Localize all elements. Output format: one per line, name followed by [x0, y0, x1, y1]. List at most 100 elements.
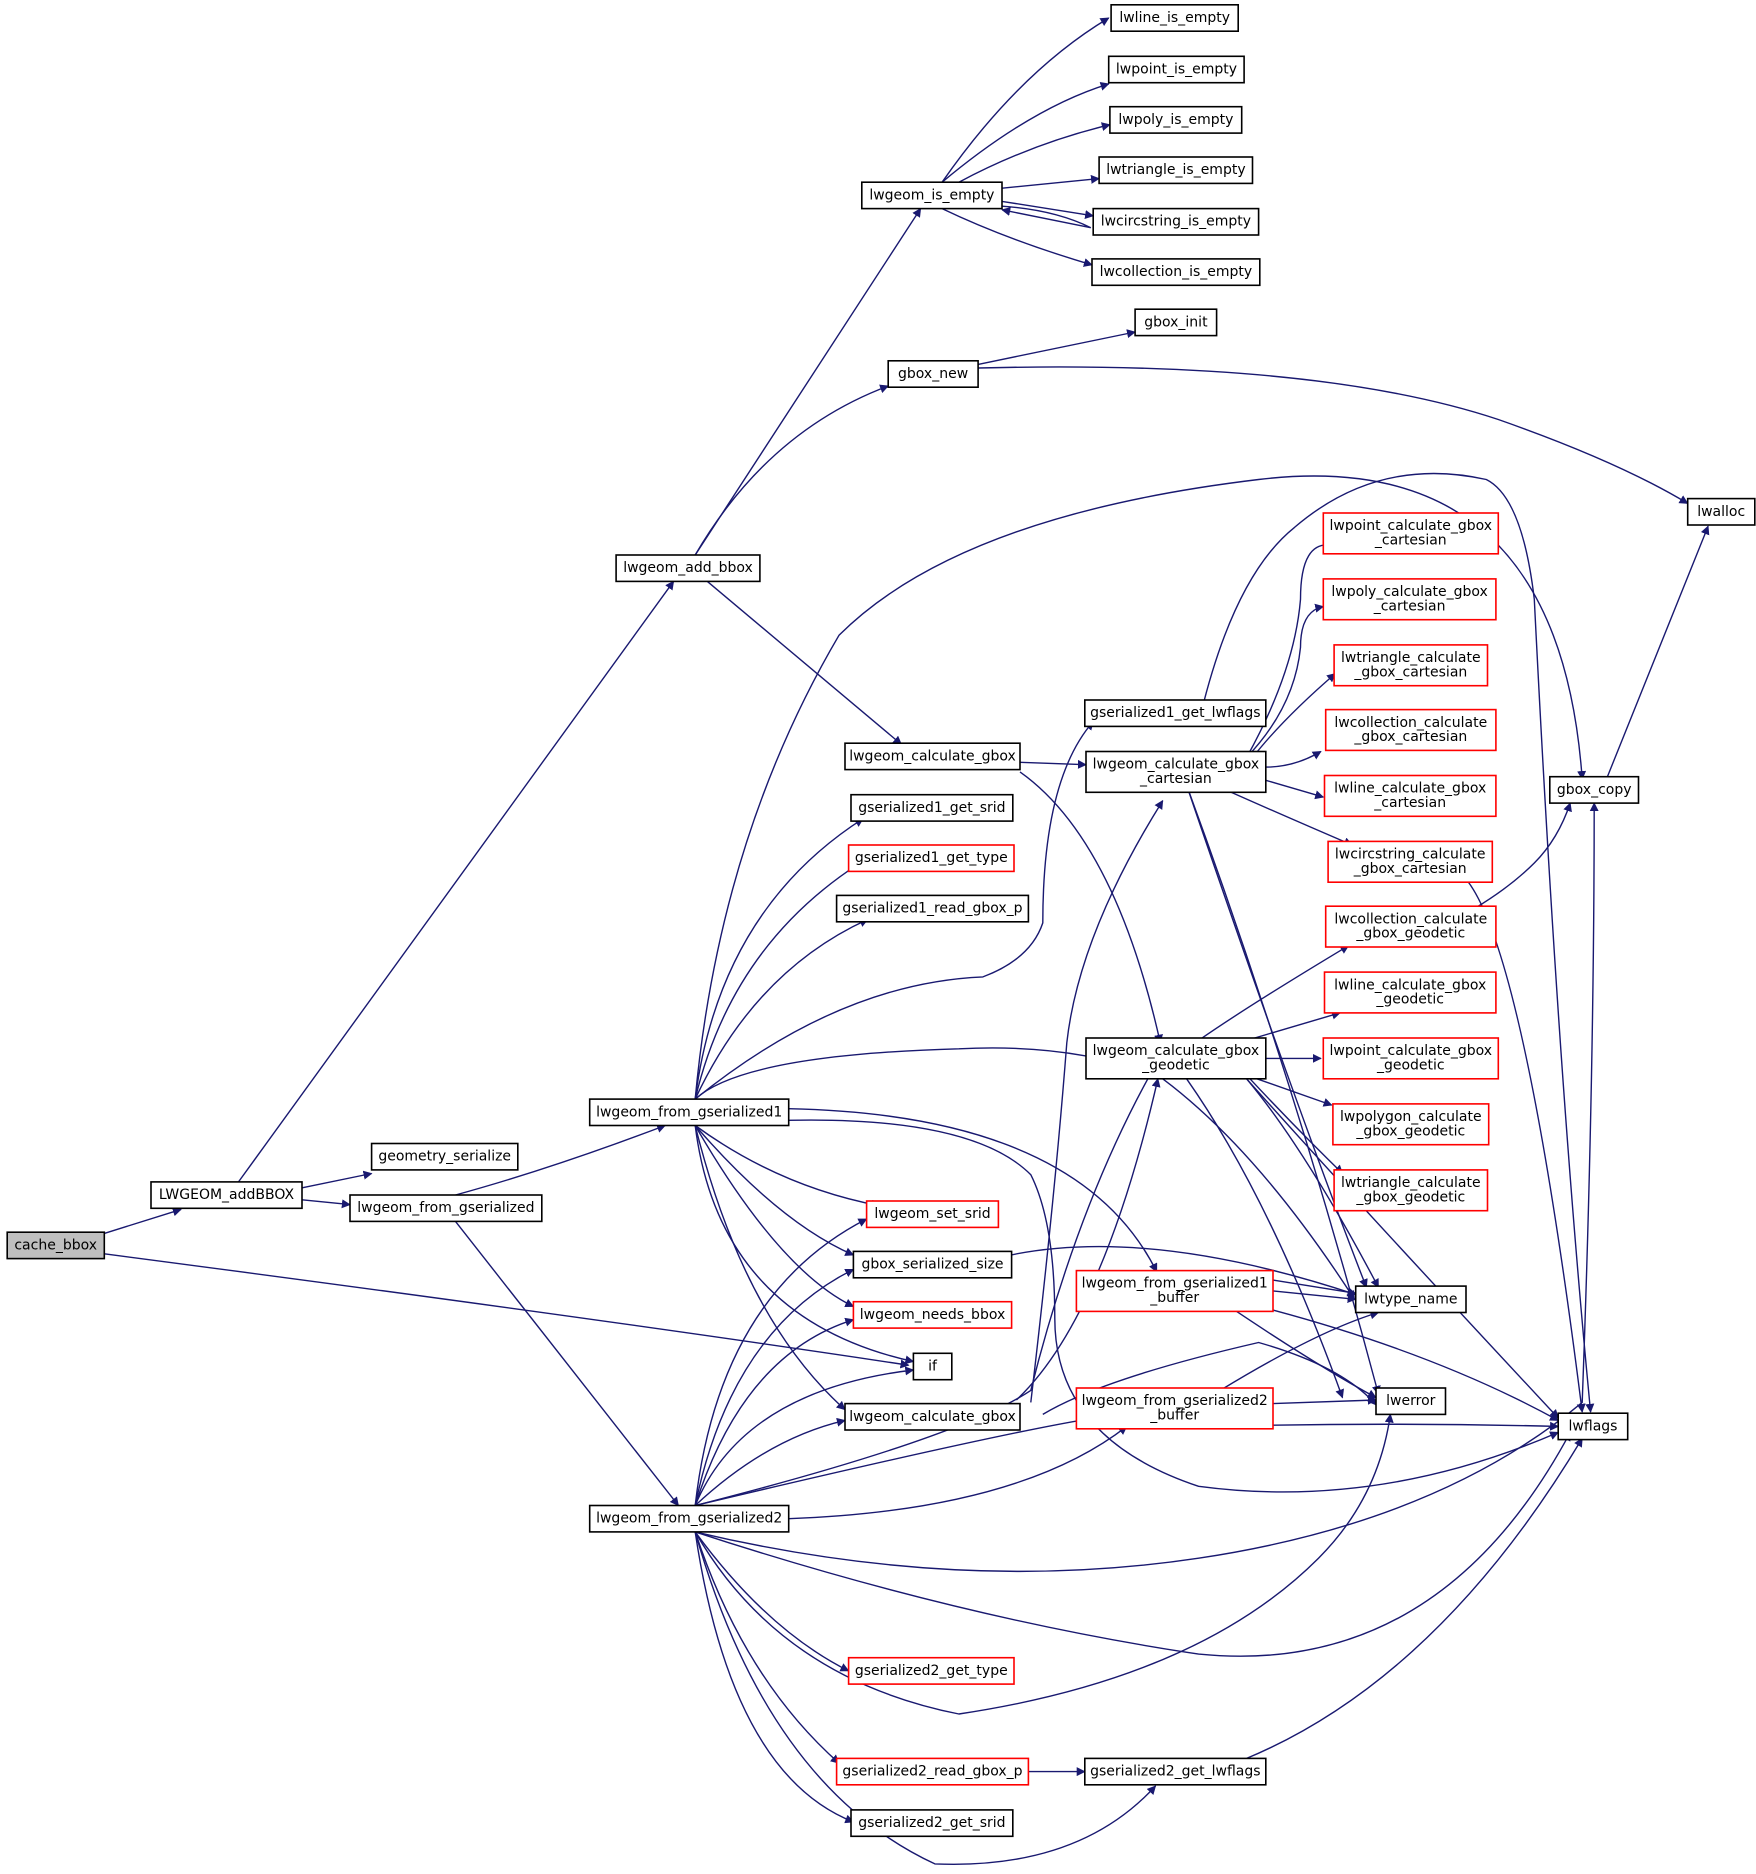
- call-edge: [694, 1125, 846, 1411]
- node-label: _gbox_cartesian: [1353, 664, 1467, 680]
- node-geometry-serialize[interactable]: geometry_serialize: [370, 1142, 519, 1171]
- node-lwgeom-add-bbox[interactable]: lwgeom_add_bbox: [615, 554, 761, 583]
- node-lwgeom-calculate-gbox-geodetic[interactable]: lwgeom_calculate_gbox_geodetic: [1085, 1037, 1267, 1080]
- call-edge: [1002, 174, 1100, 189]
- node-gbox-serialized-size[interactable]: gbox_serialized_size: [852, 1250, 1013, 1279]
- node-label: gserialized2_get_lwflags: [1090, 1764, 1260, 1780]
- node-lwgeom-from-gserialized1-buffer[interactable]: lwgeom_from_gserialized1_buffer: [1075, 1269, 1274, 1313]
- node-gbox-new[interactable]: gbox_new: [887, 359, 979, 388]
- node-gbox-copy[interactable]: gbox_copy: [1549, 775, 1640, 804]
- node-lwpoint-calculate-gbox-cartesian[interactable]: lwpoint_calculate_gbox_cartesian: [1322, 512, 1500, 555]
- node-lwgeom-is-empty[interactable]: lwgeom_is_empty: [860, 181, 1003, 210]
- node-box: [1557, 1412, 1629, 1441]
- node-label: lwtriangle_is_empty: [1106, 162, 1245, 178]
- node-box: [1075, 1269, 1274, 1313]
- node-label: _gbox_geodetic: [1355, 926, 1465, 942]
- call-edge: [694, 1218, 868, 1506]
- node-label: lwflags: [1569, 1418, 1618, 1434]
- node-box: [844, 1402, 1021, 1431]
- node-lwalloc[interactable]: lwalloc: [1686, 497, 1756, 526]
- node-box: [1322, 1037, 1500, 1080]
- call-edge: [1246, 1010, 1341, 1042]
- node-cache-bbox[interactable]: cache_bbox: [6, 1231, 106, 1260]
- node-label: lwcircstring_is_empty: [1101, 214, 1251, 230]
- node-lwline-calculate-gbox-cartesian[interactable]: lwline_calculate_gbox_cartesian: [1323, 774, 1497, 818]
- node-lwgeom-needs-bbox[interactable]: lwgeom_needs_bbox: [852, 1300, 1013, 1329]
- node-lwpoly-calculate-gbox-cartesian[interactable]: lwpoly_calculate_gbox_cartesian: [1322, 578, 1497, 621]
- node-box: [1549, 775, 1640, 804]
- node-lwcollection-calculate-gbox-geodetic[interactable]: lwcollection_calculate_gbox_geodetic: [1324, 905, 1497, 948]
- node-lwtriangle-calculate-gbox-cartesian[interactable]: lwtriangle_calculate_gbox_cartesian: [1333, 644, 1489, 687]
- node-lwcircstring-calculate-gbox-cartesian[interactable]: lwcircstring_calculate_gbox_cartesian: [1327, 840, 1494, 884]
- node-lwtype-name[interactable]: lwtype_name: [1354, 1285, 1467, 1314]
- node-lwgeom-calculate-gbox-cartesian[interactable]: lwgeom_calculate_gbox_cartesian: [1085, 750, 1267, 794]
- call-edge: [694, 1431, 1571, 1657]
- node-lwgeom-from-gserialized2[interactable]: lwgeom_from_gserialized2: [588, 1504, 790, 1533]
- node-lwgeom-calculate-gbox-b[interactable]: lwgeom_calculate_gbox: [844, 1402, 1021, 1431]
- call-edge: [694, 1531, 855, 1824]
- node-label: lwgeom_calculate_gbox: [1093, 757, 1260, 773]
- node-label: lwcollection_is_empty: [1100, 264, 1253, 280]
- node-label: lwgeom_from_gserialized2: [596, 1511, 782, 1527]
- node-label: _cartesian: [1373, 795, 1446, 811]
- call-edge: [694, 1366, 915, 1506]
- call-edge: [1200, 472, 1595, 1413]
- node-gserialized2-get-lwflags[interactable]: gserialized2_get_lwflags: [1084, 1757, 1267, 1786]
- node-label: _gbox_geodetic: [1355, 1124, 1465, 1140]
- node-lwgeom-from-gserialized[interactable]: lwgeom_from_gserialized: [349, 1194, 543, 1223]
- node-lwgeom-set-srid[interactable]: lwgeom_set_srid: [865, 1200, 1000, 1229]
- node-layer: cache_bbox LWGEOM_addBBOX geometry_seriali…: [6, 4, 1756, 1838]
- node-box: [150, 1181, 303, 1210]
- node-label: _geodetic: [1376, 1058, 1445, 1074]
- node-gbox-init[interactable]: gbox_init: [1134, 308, 1218, 337]
- node-gserialized1-read-gbox-p[interactable]: gserialized1_read_gbox_p: [835, 894, 1030, 923]
- node-label: lwline_calculate_gbox: [1334, 977, 1486, 993]
- node-lwpoly-is-empty[interactable]: lwpoly_is_empty: [1109, 105, 1243, 134]
- node-box: [1075, 1387, 1274, 1430]
- call-edge: [941, 17, 1110, 183]
- node-if[interactable]: if: [912, 1352, 953, 1381]
- node-lwpoint-is-empty[interactable]: lwpoint_is_empty: [1107, 55, 1245, 84]
- call-edge: [695, 802, 1599, 1573]
- node-lwerror[interactable]: lwerror: [1375, 1387, 1447, 1416]
- node-lwline-calculate-gbox-geodetic[interactable]: lwline_calculate_gbox_geodetic: [1323, 971, 1497, 1014]
- node-label: _geodetic: [1141, 1058, 1210, 1074]
- node-lwcircstring-is-empty[interactable]: lwcircstring_is_empty: [1092, 207, 1260, 236]
- node-lwgeom-from-gserialized1[interactable]: lwgeom_from_gserialized1: [588, 1098, 790, 1127]
- node-lwflags[interactable]: lwflags: [1557, 1412, 1629, 1441]
- node-lwcollection-calculate-gbox-cartesian[interactable]: lwcollection_calculate_gbox_cartesian: [1324, 708, 1497, 752]
- node-lwtriangle-calculate-gbox-geodetic[interactable]: lwtriangle_calculate_gbox_geodetic: [1333, 1169, 1489, 1212]
- node-lwgeom-from-gserialized2-buffer[interactable]: lwgeom_from_gserialized2_buffer: [1075, 1387, 1274, 1430]
- node-gserialized1-get-type[interactable]: gserialized1_get_type: [847, 844, 1015, 873]
- node-gserialized2-read-gbox-p[interactable]: gserialized2_read_gbox_p: [835, 1757, 1030, 1786]
- node-box: [847, 1656, 1015, 1685]
- node-lwtriangle-is-empty[interactable]: lwtriangle_is_empty: [1098, 156, 1254, 185]
- node-gserialized1-get-srid[interactable]: gserialized1_get_srid: [850, 793, 1014, 822]
- node-label: _buffer: [1149, 1408, 1199, 1424]
- node-label: lwpoint_is_empty: [1116, 62, 1237, 78]
- call-edge: [694, 384, 890, 556]
- node-lwpolygon-calculate-gbox-geodetic[interactable]: lwpolygon_calculate_gbox_geodetic: [1332, 1103, 1490, 1146]
- node-label: lwgeom_calculate_gbox: [1093, 1043, 1260, 1059]
- node-gserialized1-get-lwflags[interactable]: gserialized1_get_lwflags: [1084, 699, 1267, 728]
- call-edge: [788, 1108, 1158, 1273]
- call-edge: [694, 1268, 855, 1506]
- node-LWGEOM-addBBOX[interactable]: LWGEOM_addBBOX: [150, 1181, 303, 1210]
- call-edge: [978, 366, 1689, 504]
- node-label: lwcollection_calculate: [1334, 715, 1487, 731]
- node-box: [860, 181, 1003, 210]
- node-lwpoint-calculate-gbox-geodetic[interactable]: lwpoint_calculate_gbox_geodetic: [1322, 1037, 1500, 1080]
- call-edge: [1030, 799, 1164, 1403]
- node-label: lwtype_name: [1364, 1291, 1457, 1307]
- node-lwline-is-empty[interactable]: lwline_is_empty: [1110, 4, 1239, 32]
- call-edge: [694, 818, 864, 1100]
- node-label: LWGEOM_addBBOX: [159, 1187, 295, 1203]
- node-gserialized2-get-type[interactable]: gserialized2_get_type: [847, 1656, 1015, 1685]
- call-edge: [1246, 1078, 1559, 1419]
- node-lwgeom-calculate-gbox-a[interactable]: lwgeom_calculate_gbox: [844, 742, 1021, 771]
- call-edge: [977, 329, 1136, 366]
- node-lwcollection-is-empty[interactable]: lwcollection_is_empty: [1091, 258, 1261, 287]
- node-label: lwtriangle_calculate: [1341, 650, 1481, 666]
- node-label: lwgeom_set_srid: [874, 1206, 990, 1222]
- node-gserialized2-get-srid[interactable]: gserialized2_get_srid: [850, 1809, 1014, 1838]
